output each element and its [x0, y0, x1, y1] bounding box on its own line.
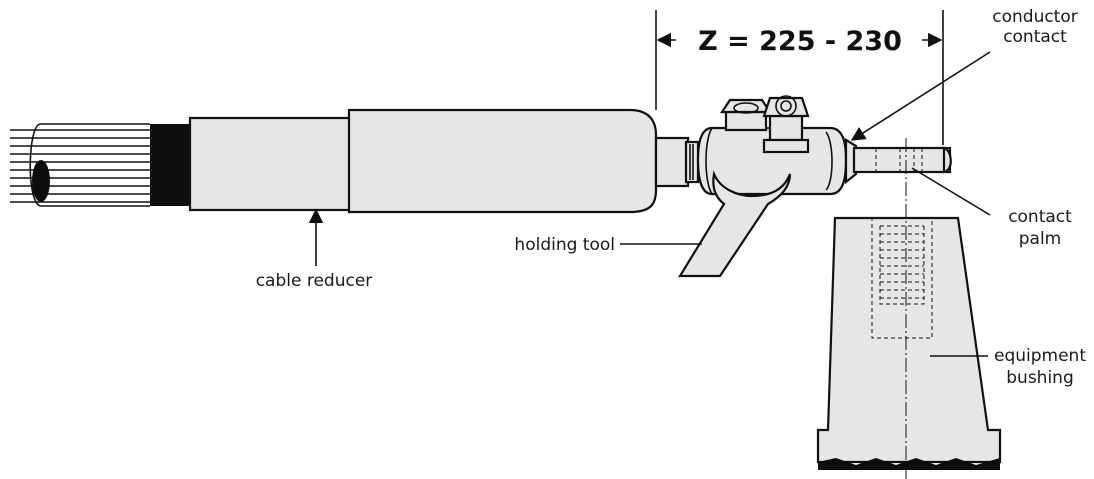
threaded-insert: [871, 217, 933, 339]
cable-core-end: [32, 160, 50, 202]
bolt-hex-left: [719, 98, 773, 132]
dimension-z: Z = 225 - 230: [655, 10, 944, 145]
termination-body: [347, 108, 658, 214]
label-holding-tool: holding tool: [514, 235, 702, 255]
cable-reducer: [188, 116, 354, 212]
equipment-bushing-line2: bushing: [1006, 368, 1074, 388]
equipment-bushing-line1: equipment: [994, 346, 1086, 366]
holding-tool: [678, 170, 792, 278]
cable-reducer-text: cable reducer: [256, 271, 373, 291]
bolt-hex-right: [762, 95, 810, 154]
holding-tool-text: holding tool: [514, 235, 615, 255]
semiconductor-band: [150, 124, 192, 206]
dimension-label: Z = 225 - 230: [698, 26, 902, 57]
contact-palm: [852, 146, 952, 174]
equipment-bushing: [816, 216, 1002, 464]
cable-strands: [10, 123, 150, 207]
label-equipment-bushing: equipment bushing: [930, 346, 1086, 388]
label-contact-palm: contact palm: [911, 167, 1072, 249]
label-cable-reducer: cable reducer: [256, 208, 373, 291]
conductor-contact-line2: contact: [1003, 27, 1067, 47]
label-conductor-contact: conductor contact: [850, 7, 1078, 141]
conductor-contact-line1: conductor: [992, 7, 1078, 27]
adapter-ring: [654, 136, 690, 188]
adapter-ring-2: [684, 140, 700, 184]
contact-palm-line1: contact: [1008, 207, 1072, 227]
contact-palm-line2: palm: [1019, 229, 1062, 249]
